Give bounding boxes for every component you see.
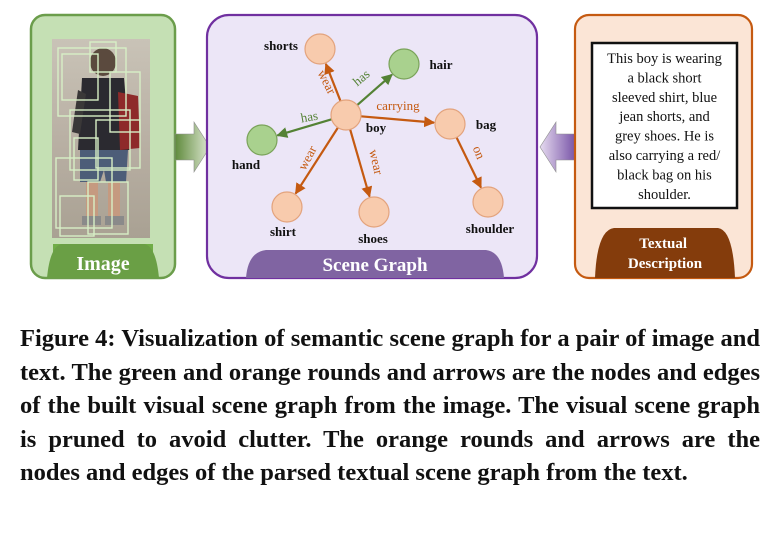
node-shorts — [304, 33, 336, 65]
scene-graph-label: Scene Graph — [322, 255, 427, 276]
node-label-shoes: shoes — [358, 231, 388, 246]
text-description-line: grey shoes. He is — [615, 129, 714, 145]
node-label-hand: hand — [232, 157, 261, 172]
node-bag — [434, 108, 466, 140]
text-description-line: jean shorts, and — [618, 109, 710, 125]
edge-boy-hair — [356, 73, 393, 106]
node-boy — [330, 99, 362, 131]
node-label-shoulder: shoulder — [466, 221, 515, 236]
edge-label-boy-hand: has — [299, 108, 319, 126]
text-description-line: a black short — [627, 70, 701, 86]
text-description-line: sleeved shirt, blue — [612, 90, 717, 106]
image-to-graph-arrow — [174, 120, 211, 174]
text-description-line: shoulder. — [638, 187, 691, 203]
node-shoes — [358, 196, 390, 228]
text-panel-label-line1: Textual — [639, 236, 687, 252]
node-label-hair: hair — [429, 57, 452, 72]
text-description-line: also carrying a red/ — [609, 148, 721, 164]
image-panel-label: Image — [76, 253, 129, 275]
node-shoulder — [472, 186, 504, 218]
edge-boy-shoes — [349, 129, 373, 198]
node-label-boy: boy — [366, 120, 387, 135]
edge-boy-bag — [360, 115, 436, 128]
text-description-line: black bag on his — [617, 167, 712, 183]
person-photo — [52, 39, 150, 238]
node-label-shorts: shorts — [264, 38, 298, 53]
node-hand — [246, 124, 278, 156]
text-to-graph-arrow — [539, 120, 576, 174]
text-description-box — [590, 41, 739, 210]
node-label-shirt: shirt — [270, 224, 297, 239]
text-panel-label-line2: Description — [628, 256, 703, 272]
text-panel-label: Textual Description — [628, 236, 703, 272]
node-hair — [388, 48, 420, 80]
text-description-line: This boy is wearing — [607, 51, 722, 67]
edge-boy-hand — [276, 118, 332, 138]
edge-label-bag-shoulder: on — [470, 143, 489, 161]
edge-boy-shorts — [324, 62, 342, 102]
edge-bag-shoulder — [455, 137, 482, 189]
graph-nodes: boy shorts hair bag hand shirt shoes shoulder — [232, 33, 515, 246]
node-label-bag: bag — [476, 117, 497, 132]
edge-label-boy-shoes: wear — [366, 148, 386, 177]
text-panel: This boy is wearing a black short sleeved … — [573, 13, 754, 280]
edge-label-boy-bag: carrying — [376, 98, 420, 113]
figure-caption: Figure 4: Visualization of semantic scen… — [20, 325, 760, 486]
node-shirt — [271, 191, 303, 223]
image-panel: Image — [29, 13, 177, 280]
edge-boy-shirt — [294, 127, 339, 195]
text-description: This boy is wearing a black short sleeved … — [607, 51, 722, 203]
